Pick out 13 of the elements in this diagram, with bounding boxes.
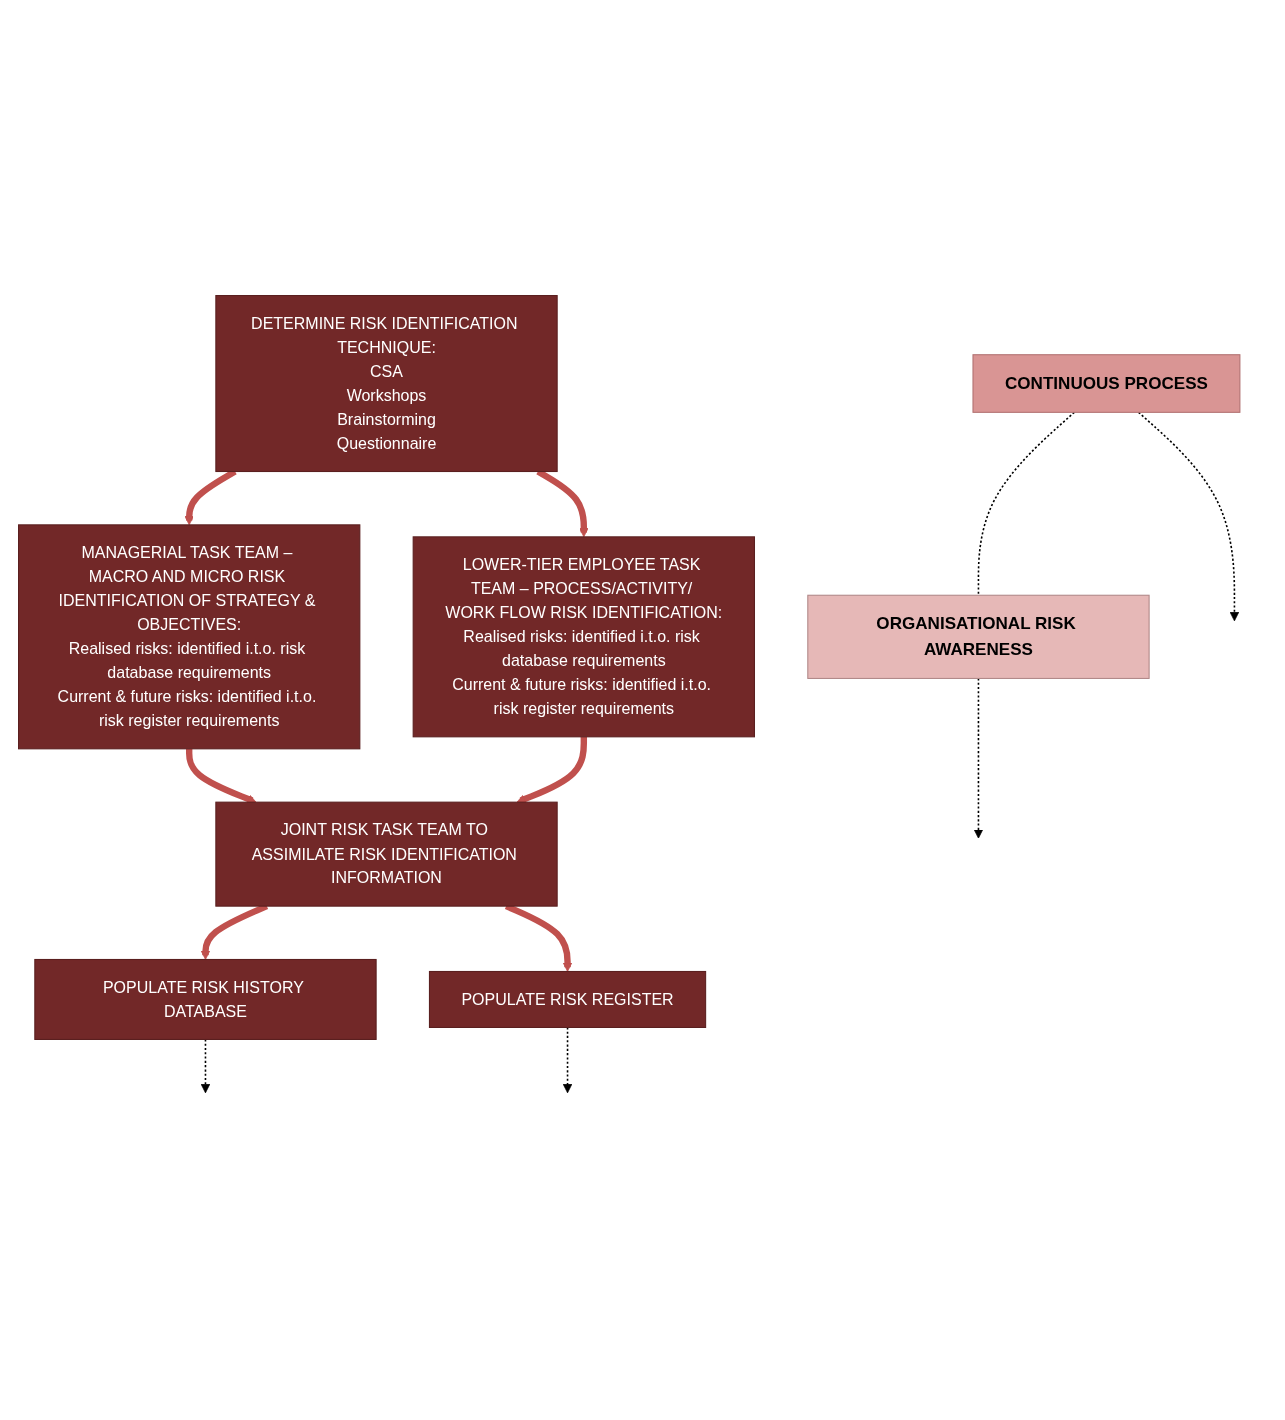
node-box: JOINT RISK TASK TEAM TO ASSIMILATE RISK IDENTIFICATION INFORMATION — [215, 801, 558, 907]
node-box: POPULATE RISK REGISTER — [428, 970, 707, 1028]
arrow — [973, 677, 984, 839]
node-box: DETERMINE RISK IDENTIFICATION TECHNIQUE: CSA Workshops Brainstorming Questionnaire — [215, 294, 558, 472]
node-box: POPULATE RISK HISTORY DATABASE — [34, 958, 377, 1040]
connector — [977, 411, 1076, 596]
node-box: ORGANISATIONAL RISK AWARENESS — [807, 594, 1150, 679]
arrow — [562, 1026, 573, 1094]
arrow — [200, 1038, 211, 1094]
arrow — [1137, 411, 1240, 622]
node-box: MANAGERIAL TASK TEAM – MACRO AND MICRO RISK IDENTIFICATION OF STRATEGY & OBJECTIVES: Realised risks: identified i.t.o. risk database requirements Current & future risks: identified i.t.o. risk register requirements — [18, 524, 361, 750]
node-box: CONTINUOUS PROCESS — [972, 354, 1241, 413]
node-box: LOWER-TIER EMPLOYEE TASK TEAM – PROCESS/ACTIVITY/ WORK FLOW RISK IDENTIFICATION: Realised risks: identified i.t.o. risk database requirements Current & future risks: identified i.t.o. risk register requirements — [412, 536, 756, 738]
